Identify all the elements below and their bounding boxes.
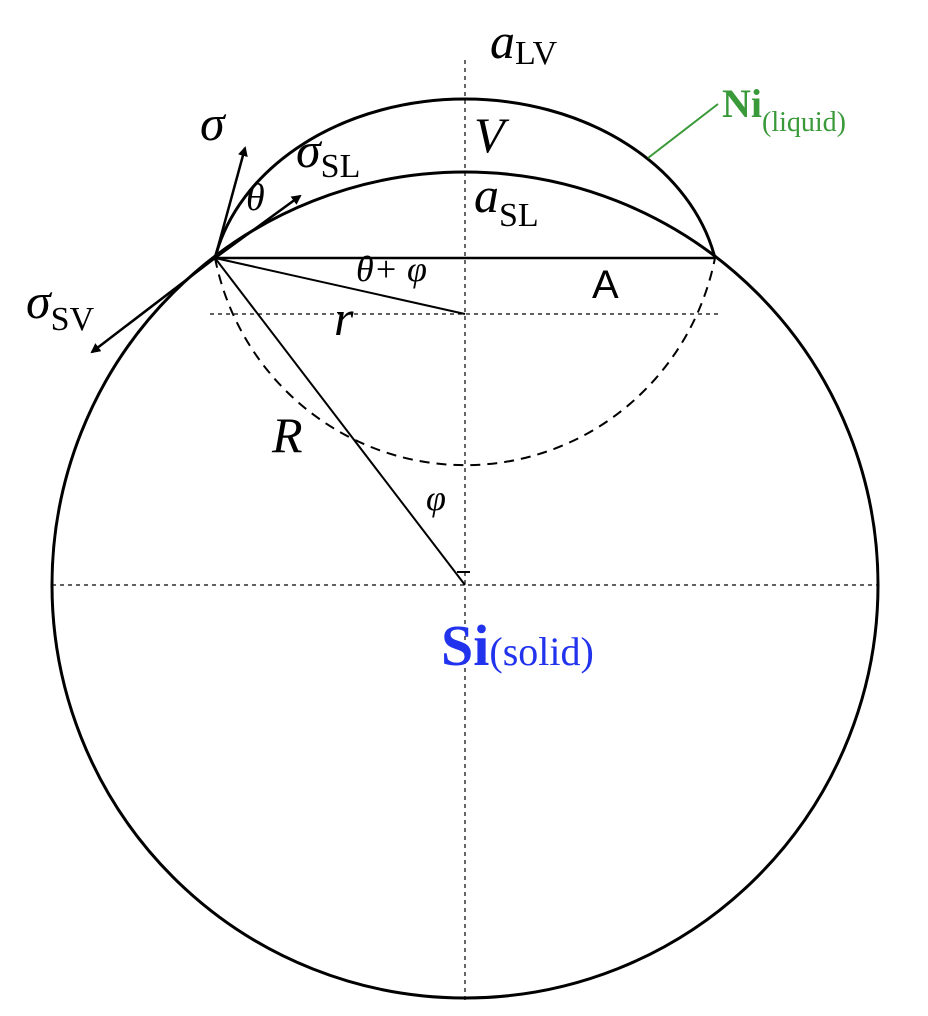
ni-main: Ni (722, 81, 762, 126)
label-phi: φ (426, 478, 446, 518)
label-ni-liquid: Ni(liquid) (722, 81, 846, 138)
si-sub: (solid) (489, 629, 593, 674)
sigma-vector (213, 146, 248, 259)
label-sigma: σ (200, 95, 227, 151)
cap-sphere-dashed-arc (214, 257, 716, 467)
sigma-sv-vector (90, 257, 216, 354)
label-small-r: r (334, 290, 354, 346)
ni-sub: (liquid) (762, 107, 846, 138)
label-si-solid: Si(solid) (441, 613, 594, 678)
label-sigma-sv: σSV (26, 273, 95, 338)
ni-leader-line (647, 103, 719, 159)
label-sigma-sl: σSL (296, 122, 360, 185)
label-theta-plus-phi: θ+ φ (356, 249, 427, 289)
label-a-lv: aLV (490, 13, 558, 72)
ni-liquid-cap-arc (213, 97, 717, 259)
radius-R-line (214, 257, 466, 586)
si-main: Si (441, 613, 489, 678)
label-volume-v: V (474, 107, 510, 163)
label-theta: θ (246, 177, 265, 219)
label-big-r: R (271, 407, 303, 463)
label-a-sl: aSL (474, 167, 539, 234)
radius-r-line (214, 257, 466, 315)
label-area-a: A (592, 263, 619, 307)
sigma-sl-vector (214, 194, 302, 260)
